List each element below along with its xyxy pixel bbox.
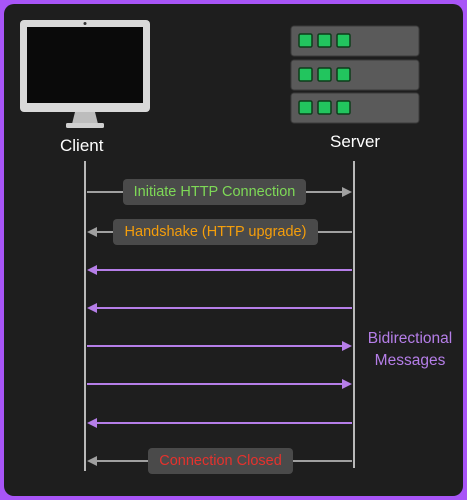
message-label-initiate: Initiate HTTP Connection <box>123 179 306 205</box>
bidirectional-note: Bidirectional Messages <box>362 328 458 372</box>
message-arrow-3 <box>87 265 352 275</box>
message-arrow-8 <box>87 456 352 466</box>
message-arrow-6 <box>87 379 352 389</box>
message-label-handshake: Handshake (HTTP upgrade) <box>113 219 318 245</box>
message-arrow-1 <box>87 187 352 197</box>
message-arrow-2 <box>87 227 352 237</box>
server-label: Server <box>330 132 381 151</box>
server-rack-icon <box>290 25 420 124</box>
arrowhead <box>87 265 97 275</box>
arrowhead <box>87 456 97 466</box>
arrowhead <box>342 379 352 389</box>
monitor-icon <box>20 20 150 128</box>
message-arrow-5 <box>87 341 352 351</box>
bidirectional-line-1: Bidirectional <box>367 330 453 347</box>
arrowhead <box>342 187 352 197</box>
message-arrows <box>87 187 352 466</box>
arrowhead <box>87 303 97 313</box>
arrowhead <box>342 341 352 351</box>
arrowhead <box>87 418 97 428</box>
client-label: Client <box>60 136 104 155</box>
bidirectional-line-2: Messages <box>374 352 446 369</box>
message-arrow-7 <box>87 418 352 428</box>
arrowhead <box>87 227 97 237</box>
message-label-closed: Connection Closed <box>148 448 293 474</box>
message-arrow-4 <box>87 303 352 313</box>
